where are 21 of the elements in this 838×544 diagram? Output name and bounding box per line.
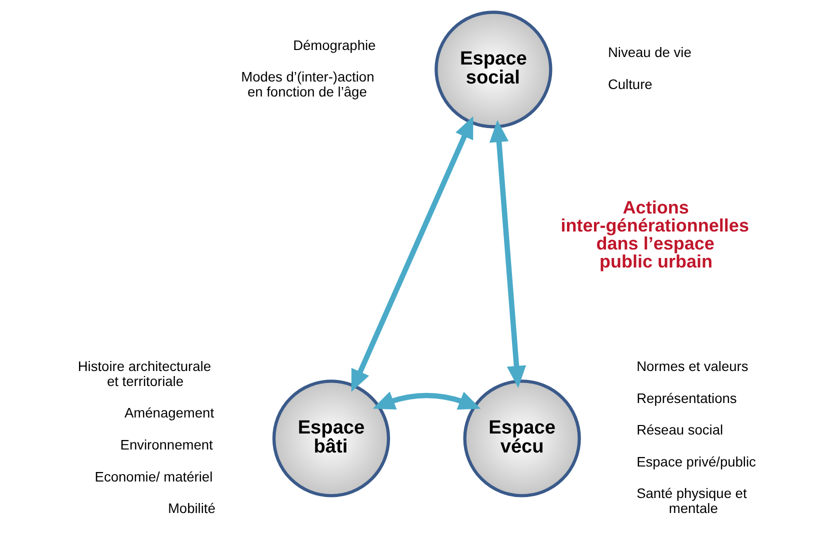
node-label: Réseau social: [636, 422, 723, 438]
arrow: [372, 392, 480, 410]
node-label: Mobilité: [167, 501, 215, 516]
node-label: Economie/ matériel: [94, 469, 212, 484]
node-label: Représentations: [636, 390, 736, 406]
node-label: Aménagement: [124, 406, 214, 421]
arrow: [350, 116, 473, 392]
node-label: Espace privé/public: [636, 454, 756, 470]
node-label: Culture: [607, 77, 652, 92]
node-label: Histoire architecturale et territoriale: [77, 359, 210, 389]
node-circle: Espace social: [434, 10, 552, 128]
node-circle: Espace vécu: [462, 380, 580, 498]
node-label: Normes et valeurs: [636, 359, 748, 374]
node-label: Démographie: [292, 38, 376, 53]
label: Actions inter-générationnelles dans l’espace public urbain: [560, 197, 748, 272]
node-label: Environnement: [120, 437, 212, 452]
node-circle: Espace bâti: [272, 380, 390, 498]
node-label: Modes d’(inter-)action en fonction de l’âge: [240, 70, 374, 100]
node-label: Niveau de vie: [607, 45, 691, 60]
node-label: Santé physique et mentale: [636, 486, 746, 516]
arrow: [488, 120, 526, 388]
